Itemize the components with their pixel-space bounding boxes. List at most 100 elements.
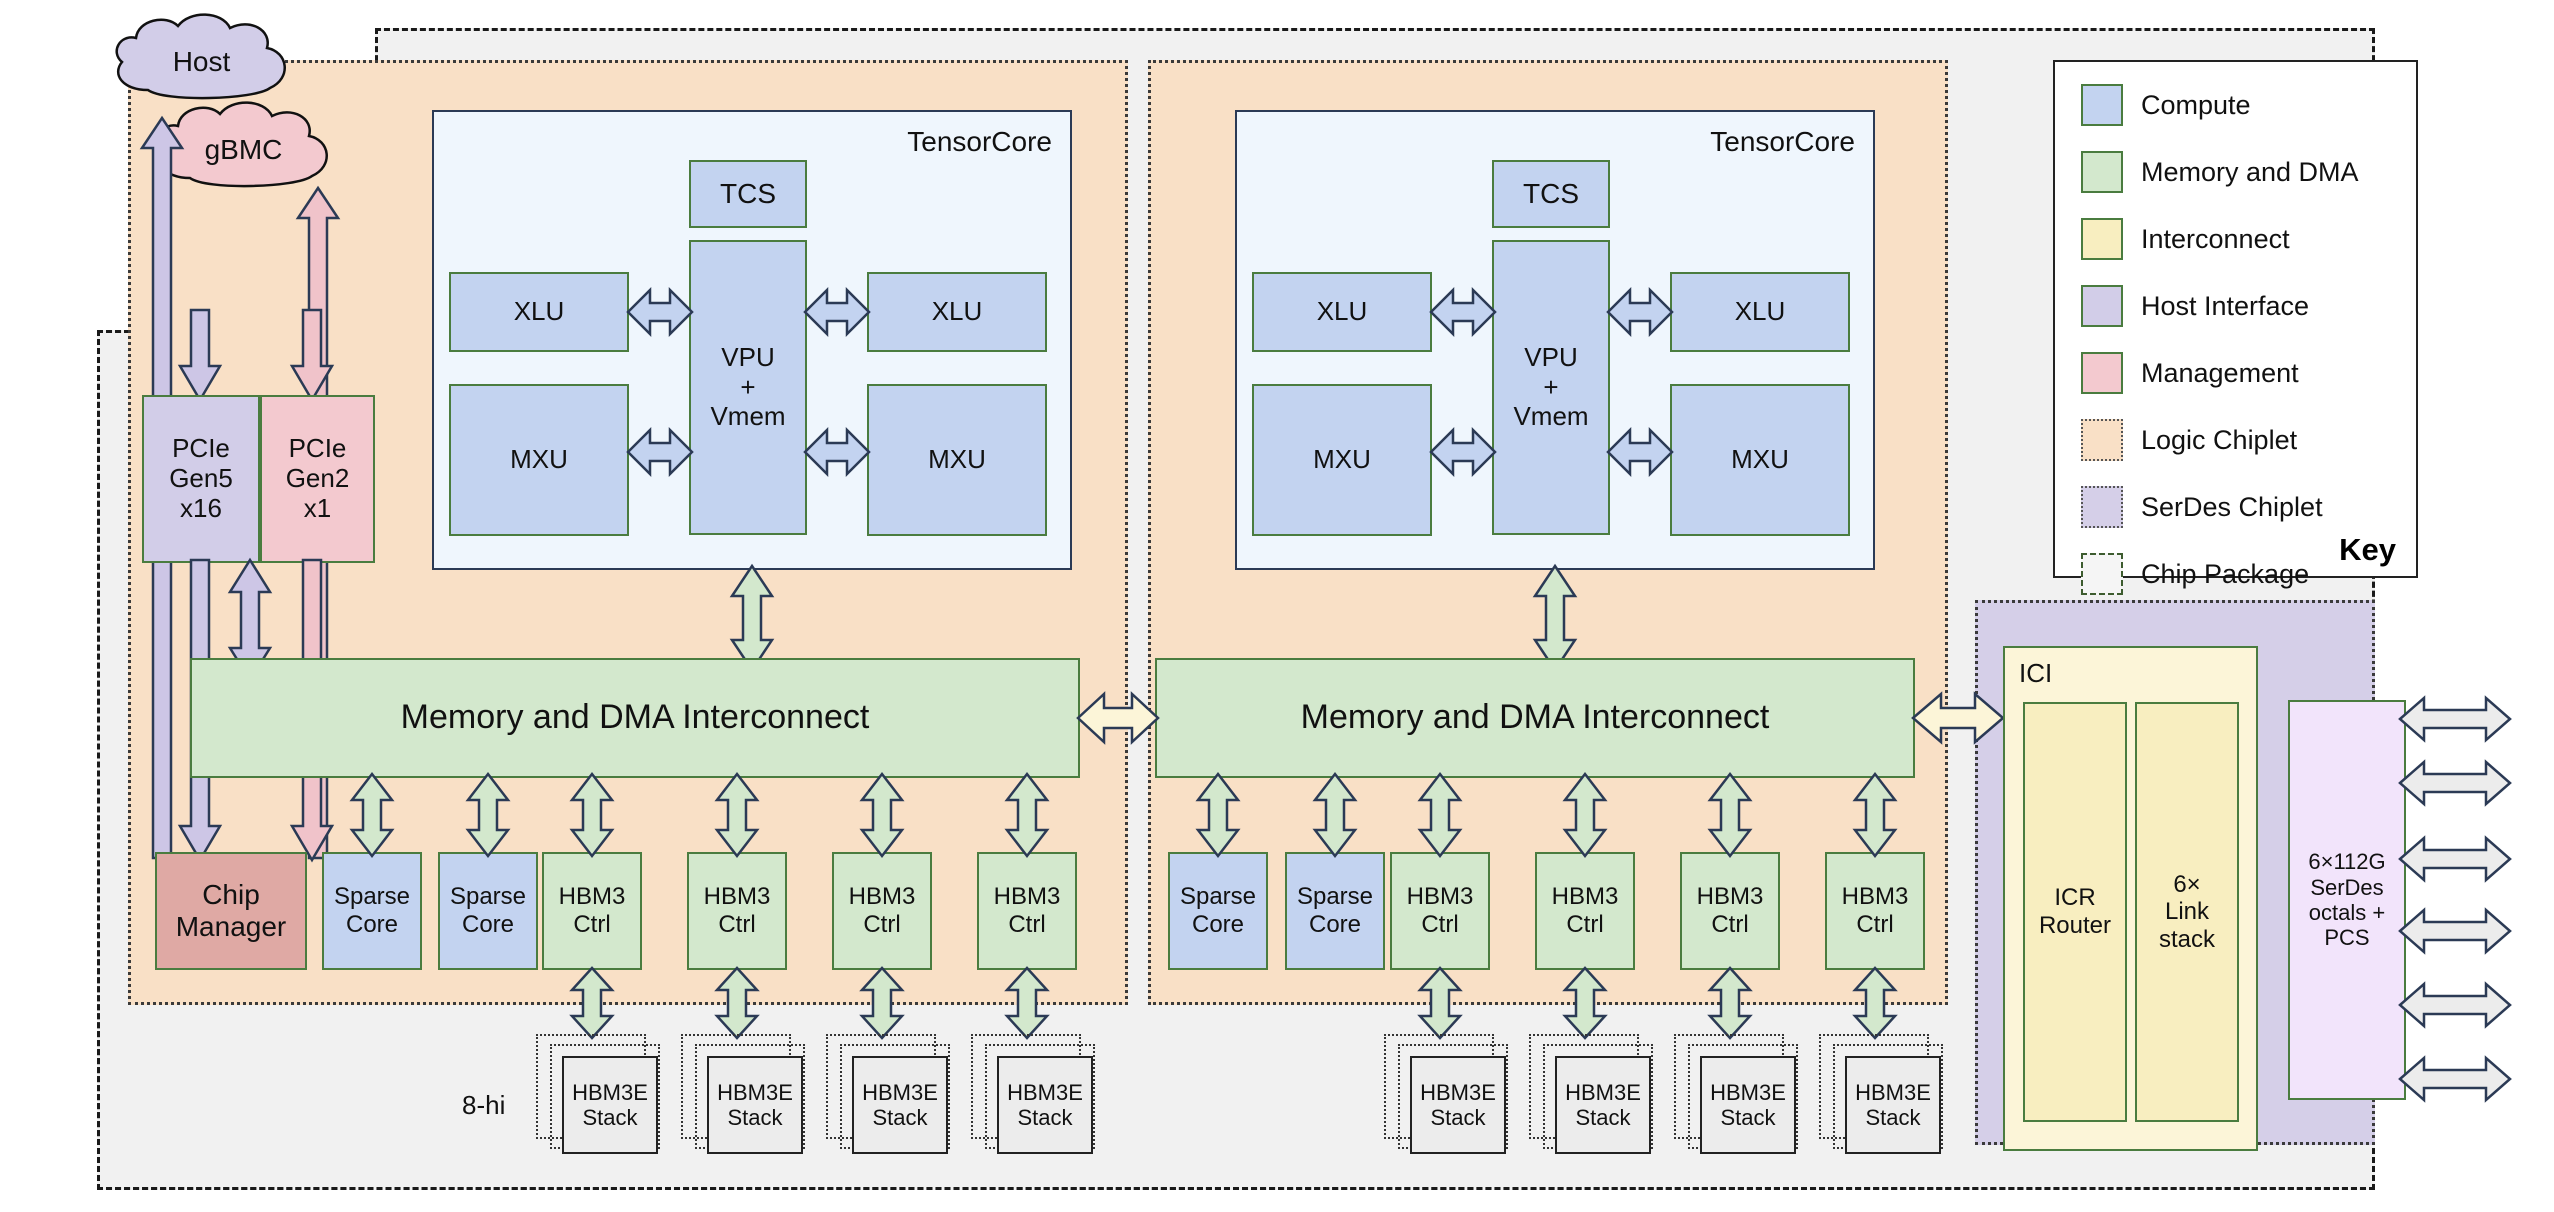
block-line1: Sparse [449, 883, 527, 911]
serdes-line4: PCS [2324, 925, 2370, 951]
ici-title: ICI [2019, 658, 2053, 688]
tensorcore-1-mxu-left[interactable]: MXU [449, 384, 629, 536]
legend-title: Key [2339, 532, 2396, 567]
legend-item-chip-package: Chip Package [2081, 553, 2416, 595]
memory-dma-interconnect-left[interactable]: Memory and DMA Interconnect [190, 658, 1080, 778]
tensorcore-2-mxu-right[interactable]: MXU [1670, 384, 1850, 536]
link-stack-block[interactable]: 6× Link stack [2135, 702, 2239, 1122]
tensorcore-2-tcs[interactable]: TCS [1492, 160, 1610, 228]
legend-item-memory-dma: Memory and DMA [2081, 151, 2416, 193]
sparse-core-4[interactable]: Sparse Core [1285, 852, 1385, 970]
xlu-left-label: XLU [1316, 296, 1368, 327]
stack-line1: HBM3E [1420, 1079, 1496, 1105]
pcie-gen5-block[interactable]: PCIe Gen5 x16 [142, 395, 260, 563]
tensorcore-1-xlu-left[interactable]: XLU [449, 272, 629, 352]
stack-line1: HBM3E [1855, 1079, 1931, 1105]
block-line1: Sparse [1296, 883, 1374, 911]
tensorcore-2-mxu-left[interactable]: MXU [1252, 384, 1432, 536]
pcie-gen2-line3: x1 [303, 492, 332, 523]
hbm3e-stack-7[interactable]: HBM3E Stack [1700, 1056, 1796, 1154]
tensorcore-1-tcs[interactable]: TCS [689, 160, 807, 228]
block-line2: Core [1191, 911, 1245, 938]
stack-line2: Stack [1430, 1105, 1486, 1130]
tensorcore-1-vpu[interactable]: VPU + Vmem [689, 240, 807, 535]
block-line2: Ctrl [1008, 911, 1046, 938]
tensorcore-1: TensorCore TCS VPU + Vmem XLU XLU MXU MX… [432, 110, 1072, 570]
hbm-stack-height-label: 8-hi [462, 1090, 506, 1120]
hbm3-ctrl-7[interactable]: HBM3 Ctrl [1680, 852, 1780, 970]
hbm3-ctrl-1[interactable]: HBM3 Ctrl [542, 852, 642, 970]
hbm3e-stack-1[interactable]: HBM3E Stack [562, 1056, 658, 1154]
hbm3e-stack-4[interactable]: HBM3E Stack [997, 1056, 1093, 1154]
legend-swatch-serdes-chiplet [2081, 486, 2123, 528]
stack-line1: HBM3E [1007, 1079, 1083, 1105]
tensorcore-2-xlu-left[interactable]: XLU [1252, 272, 1432, 352]
ici-external-link-arrow-6 [2398, 1055, 2512, 1103]
hbm3e-stack-6[interactable]: HBM3E Stack [1555, 1056, 1651, 1154]
sparse-core-1[interactable]: Sparse Core [322, 852, 422, 970]
block-line2: Ctrl [1856, 911, 1894, 938]
stack-line2: Stack [1865, 1105, 1921, 1130]
chip-manager-line1: Chip [202, 878, 260, 910]
hbm3e-stack-8[interactable]: HBM3E Stack [1845, 1056, 1941, 1154]
arrow-vpu-mxu-right [1606, 426, 1674, 478]
vpu-line2: + [1543, 371, 1559, 402]
legend-label-compute: Compute [2141, 89, 2251, 120]
pcie-gen5-line1: PCIe [172, 433, 230, 464]
chip-manager-block[interactable]: Chip Manager [155, 852, 307, 970]
block-line2: Core [1308, 911, 1362, 938]
sparse-core-3[interactable]: Sparse Core [1168, 852, 1268, 970]
block-line1: HBM3 [1841, 883, 1909, 911]
block-line2: Ctrl [863, 911, 901, 938]
tensorcore-1-xlu-right[interactable]: XLU [867, 272, 1047, 352]
hbm3-ctrl-2[interactable]: HBM3 Ctrl [687, 852, 787, 970]
hbm3e-stack-5[interactable]: HBM3E Stack [1410, 1056, 1506, 1154]
tensorcore-2: TensorCore TCS VPU + Vmem XLU XLU MXU MX… [1235, 110, 1875, 570]
legend-swatch-management [2081, 352, 2123, 394]
interconnect-left-label: Memory and DMA Interconnect [400, 698, 870, 737]
icr-router-line1: ICR [2054, 884, 2096, 912]
pcie-gen5-line3: x16 [180, 492, 222, 523]
host-cloud-label: Host [172, 46, 231, 77]
block-line1: HBM3 [848, 883, 916, 911]
block-line2: Core [461, 911, 515, 938]
mxu-left-label: MXU [1313, 444, 1371, 475]
icr-router-block[interactable]: ICR Router [2023, 702, 2127, 1122]
vpu-line2: + [740, 371, 756, 402]
block-line1: HBM3 [1406, 883, 1474, 911]
memory-dma-interconnect-right[interactable]: Memory and DMA Interconnect [1155, 658, 1915, 778]
tensorcore-2-vpu[interactable]: VPU + Vmem [1492, 240, 1610, 535]
pcie-gen2-block[interactable]: PCIe Gen2 x1 [260, 395, 375, 563]
vpu-line3: Vmem [710, 401, 786, 432]
legend-item-interconnect: Interconnect [2081, 218, 2416, 260]
block-line2: Ctrl [718, 911, 756, 938]
block-line2: Ctrl [1566, 911, 1604, 938]
link-stack-line3: stack [2158, 925, 2215, 953]
gbmc-cloud-label: gBMC [204, 134, 283, 165]
stack-line2: Stack [872, 1105, 928, 1130]
pcie-gen5-line2: Gen5 [169, 463, 233, 494]
ici-block: ICI ICR Router 6× Link stack [2003, 646, 2258, 1151]
sparse-core-2[interactable]: Sparse Core [438, 852, 538, 970]
legend-item-compute: Compute [2081, 84, 2416, 126]
link-stack-line1: 6× [2173, 870, 2201, 898]
hbm3e-stack-3[interactable]: HBM3E Stack [852, 1056, 948, 1154]
serdes-line2: SerDes [2310, 874, 2384, 900]
ici-external-link-arrow-5 [2398, 981, 2512, 1029]
legend-swatch-compute [2081, 84, 2123, 126]
hbm3-ctrl-3[interactable]: HBM3 Ctrl [832, 852, 932, 970]
stack-line2: Stack [1720, 1105, 1776, 1130]
legend-item-host-interface: Host Interface [2081, 285, 2416, 327]
hbm3-ctrl-8[interactable]: HBM3 Ctrl [1825, 852, 1925, 970]
tensorcore-1-mxu-right[interactable]: MXU [867, 384, 1047, 536]
xlu-left-label: XLU [513, 296, 565, 327]
tensorcore-2-xlu-right[interactable]: XLU [1670, 272, 1850, 352]
arrow-vpu-xlu-right [803, 286, 871, 338]
hbm3e-stack-2[interactable]: HBM3E Stack [707, 1056, 803, 1154]
hbm3-ctrl-6[interactable]: HBM3 Ctrl [1535, 852, 1635, 970]
serdes-octals-pcs-block[interactable]: 6×112G SerDes octals + PCS [2288, 700, 2406, 1100]
hbm3-ctrl-4[interactable]: HBM3 Ctrl [977, 852, 1077, 970]
block-line1: HBM3 [1551, 883, 1619, 911]
hbm3-ctrl-5[interactable]: HBM3 Ctrl [1390, 852, 1490, 970]
legend-item-logic-chiplet: Logic Chiplet [2081, 419, 2416, 461]
